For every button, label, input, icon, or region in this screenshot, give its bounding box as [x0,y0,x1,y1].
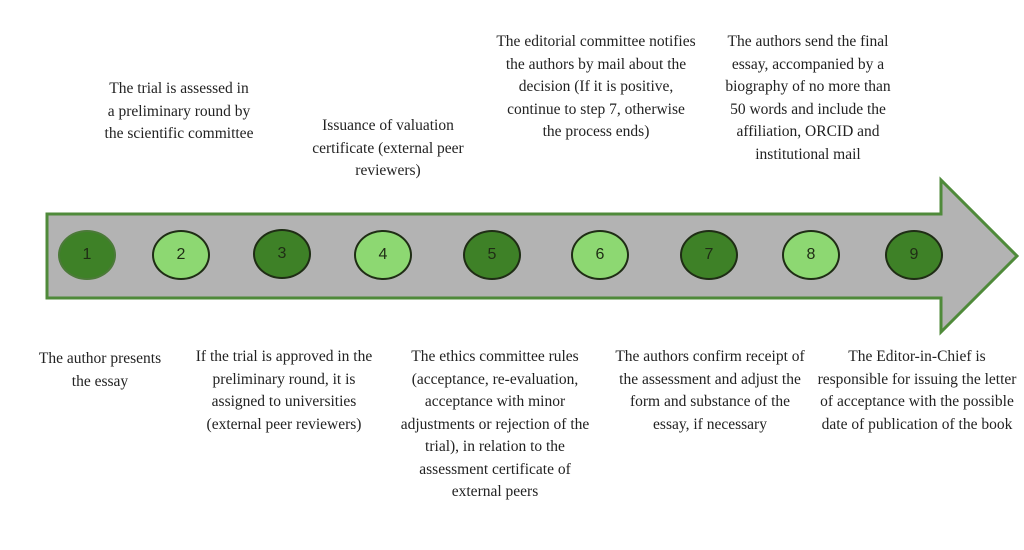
step-node-5: 5 [463,230,521,280]
step-node-7: 7 [680,230,738,280]
arrow-shape [45,176,1020,336]
step-number: 2 [176,246,186,263]
step-number: 9 [909,246,919,263]
step-node-2: 2 [152,230,210,280]
step-number: 3 [277,245,287,262]
step-number: 5 [487,246,497,263]
step-4-description: Issuance of valuation certificate (exter… [312,117,464,179]
step-number: 4 [378,246,388,263]
step-number: 7 [704,246,714,263]
step-number: 6 [595,246,605,263]
step-8-description: The authors send the final essay, accomp… [725,33,891,163]
step-2-description: The trial is assessed in a preliminary r… [104,80,254,142]
step-node-6: 6 [571,230,629,280]
step-node-8: 8 [782,230,840,280]
step-7-description: The authors confirm receipt of the asses… [615,348,805,433]
step-9-description: The Editor-in-Chief is responsible for i… [817,348,1017,433]
step-number: 8 [806,246,816,263]
step-1-description: The author presents the essay [38,350,162,390]
step-number: 1 [82,246,92,263]
step-3-description: If the trial is approved in the prelimin… [195,348,373,433]
step-node-3: 3 [253,229,311,279]
step-node-1: 1 [58,230,116,280]
step-6-description: The editorial committee notifies the aut… [496,33,696,140]
step-node-9: 9 [885,230,943,280]
step-node-4: 4 [354,230,412,280]
step-5-description: The ethics committee rules (acceptance, … [400,348,590,500]
